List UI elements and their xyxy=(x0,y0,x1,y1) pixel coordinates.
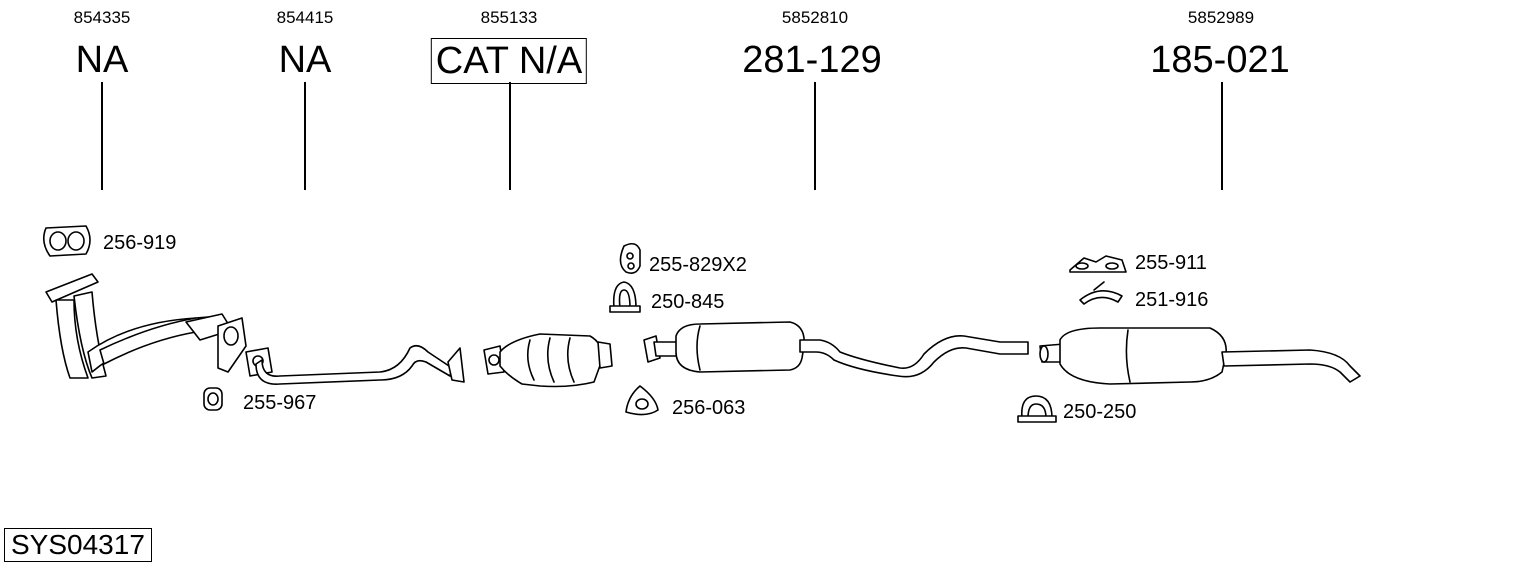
label-manifold-gasket[interactable]: 256-919 xyxy=(103,232,177,254)
part-number-1[interactable]: NA xyxy=(75,39,129,81)
label-hanger-rubber[interactable]: 255-829X2 xyxy=(649,254,747,276)
part-number-4[interactable]: 281-129 xyxy=(742,39,882,81)
intermediate-pipe-icon[interactable] xyxy=(245,344,465,385)
oem-number-1: 854335 xyxy=(73,8,131,27)
oem-number-4: 5852810 xyxy=(781,8,849,27)
rear-strap-icon[interactable] xyxy=(1079,281,1123,305)
clamp-rear-icon[interactable] xyxy=(1017,395,1057,423)
front-pipe-icon[interactable] xyxy=(45,273,247,379)
label-mount-rubber[interactable]: 255-967 xyxy=(243,392,317,414)
system-code: SYS04317 xyxy=(4,528,152,562)
oem-number-5: 5852989 xyxy=(1187,8,1255,27)
catalytic-converter-icon[interactable] xyxy=(483,333,613,388)
flange-gasket-icon[interactable] xyxy=(625,385,659,416)
mount-rubber-icon[interactable] xyxy=(203,387,223,411)
leader-line-4 xyxy=(814,82,816,190)
center-muffler-icon[interactable] xyxy=(643,321,1029,378)
rear-bracket-icon[interactable] xyxy=(1069,255,1127,273)
label-flange-gasket[interactable]: 256-063 xyxy=(672,397,746,419)
part-number-2[interactable]: NA xyxy=(278,39,332,81)
part-number-5[interactable]: 185-021 xyxy=(1150,39,1290,81)
rear-muffler-icon[interactable] xyxy=(1039,327,1361,385)
leader-line-5 xyxy=(1221,82,1223,190)
leader-line-1 xyxy=(101,82,103,190)
label-rear-bracket[interactable]: 255-911 xyxy=(1135,252,1207,274)
oem-number-3: 855133 xyxy=(480,8,538,27)
label-rear-strap[interactable]: 251-916 xyxy=(1135,289,1209,311)
label-clamp-front[interactable]: 250-845 xyxy=(651,291,725,313)
hanger-rubber-icon[interactable] xyxy=(619,242,641,274)
manifold-gasket-icon[interactable] xyxy=(42,225,91,257)
clamp-front-icon[interactable] xyxy=(609,281,641,313)
label-clamp-rear[interactable]: 250-250 xyxy=(1063,401,1137,423)
oem-number-2: 854415 xyxy=(276,8,334,27)
part-number-3[interactable]: CAT N/A xyxy=(430,38,588,84)
leader-line-3 xyxy=(509,82,511,190)
leader-line-2 xyxy=(304,82,306,190)
